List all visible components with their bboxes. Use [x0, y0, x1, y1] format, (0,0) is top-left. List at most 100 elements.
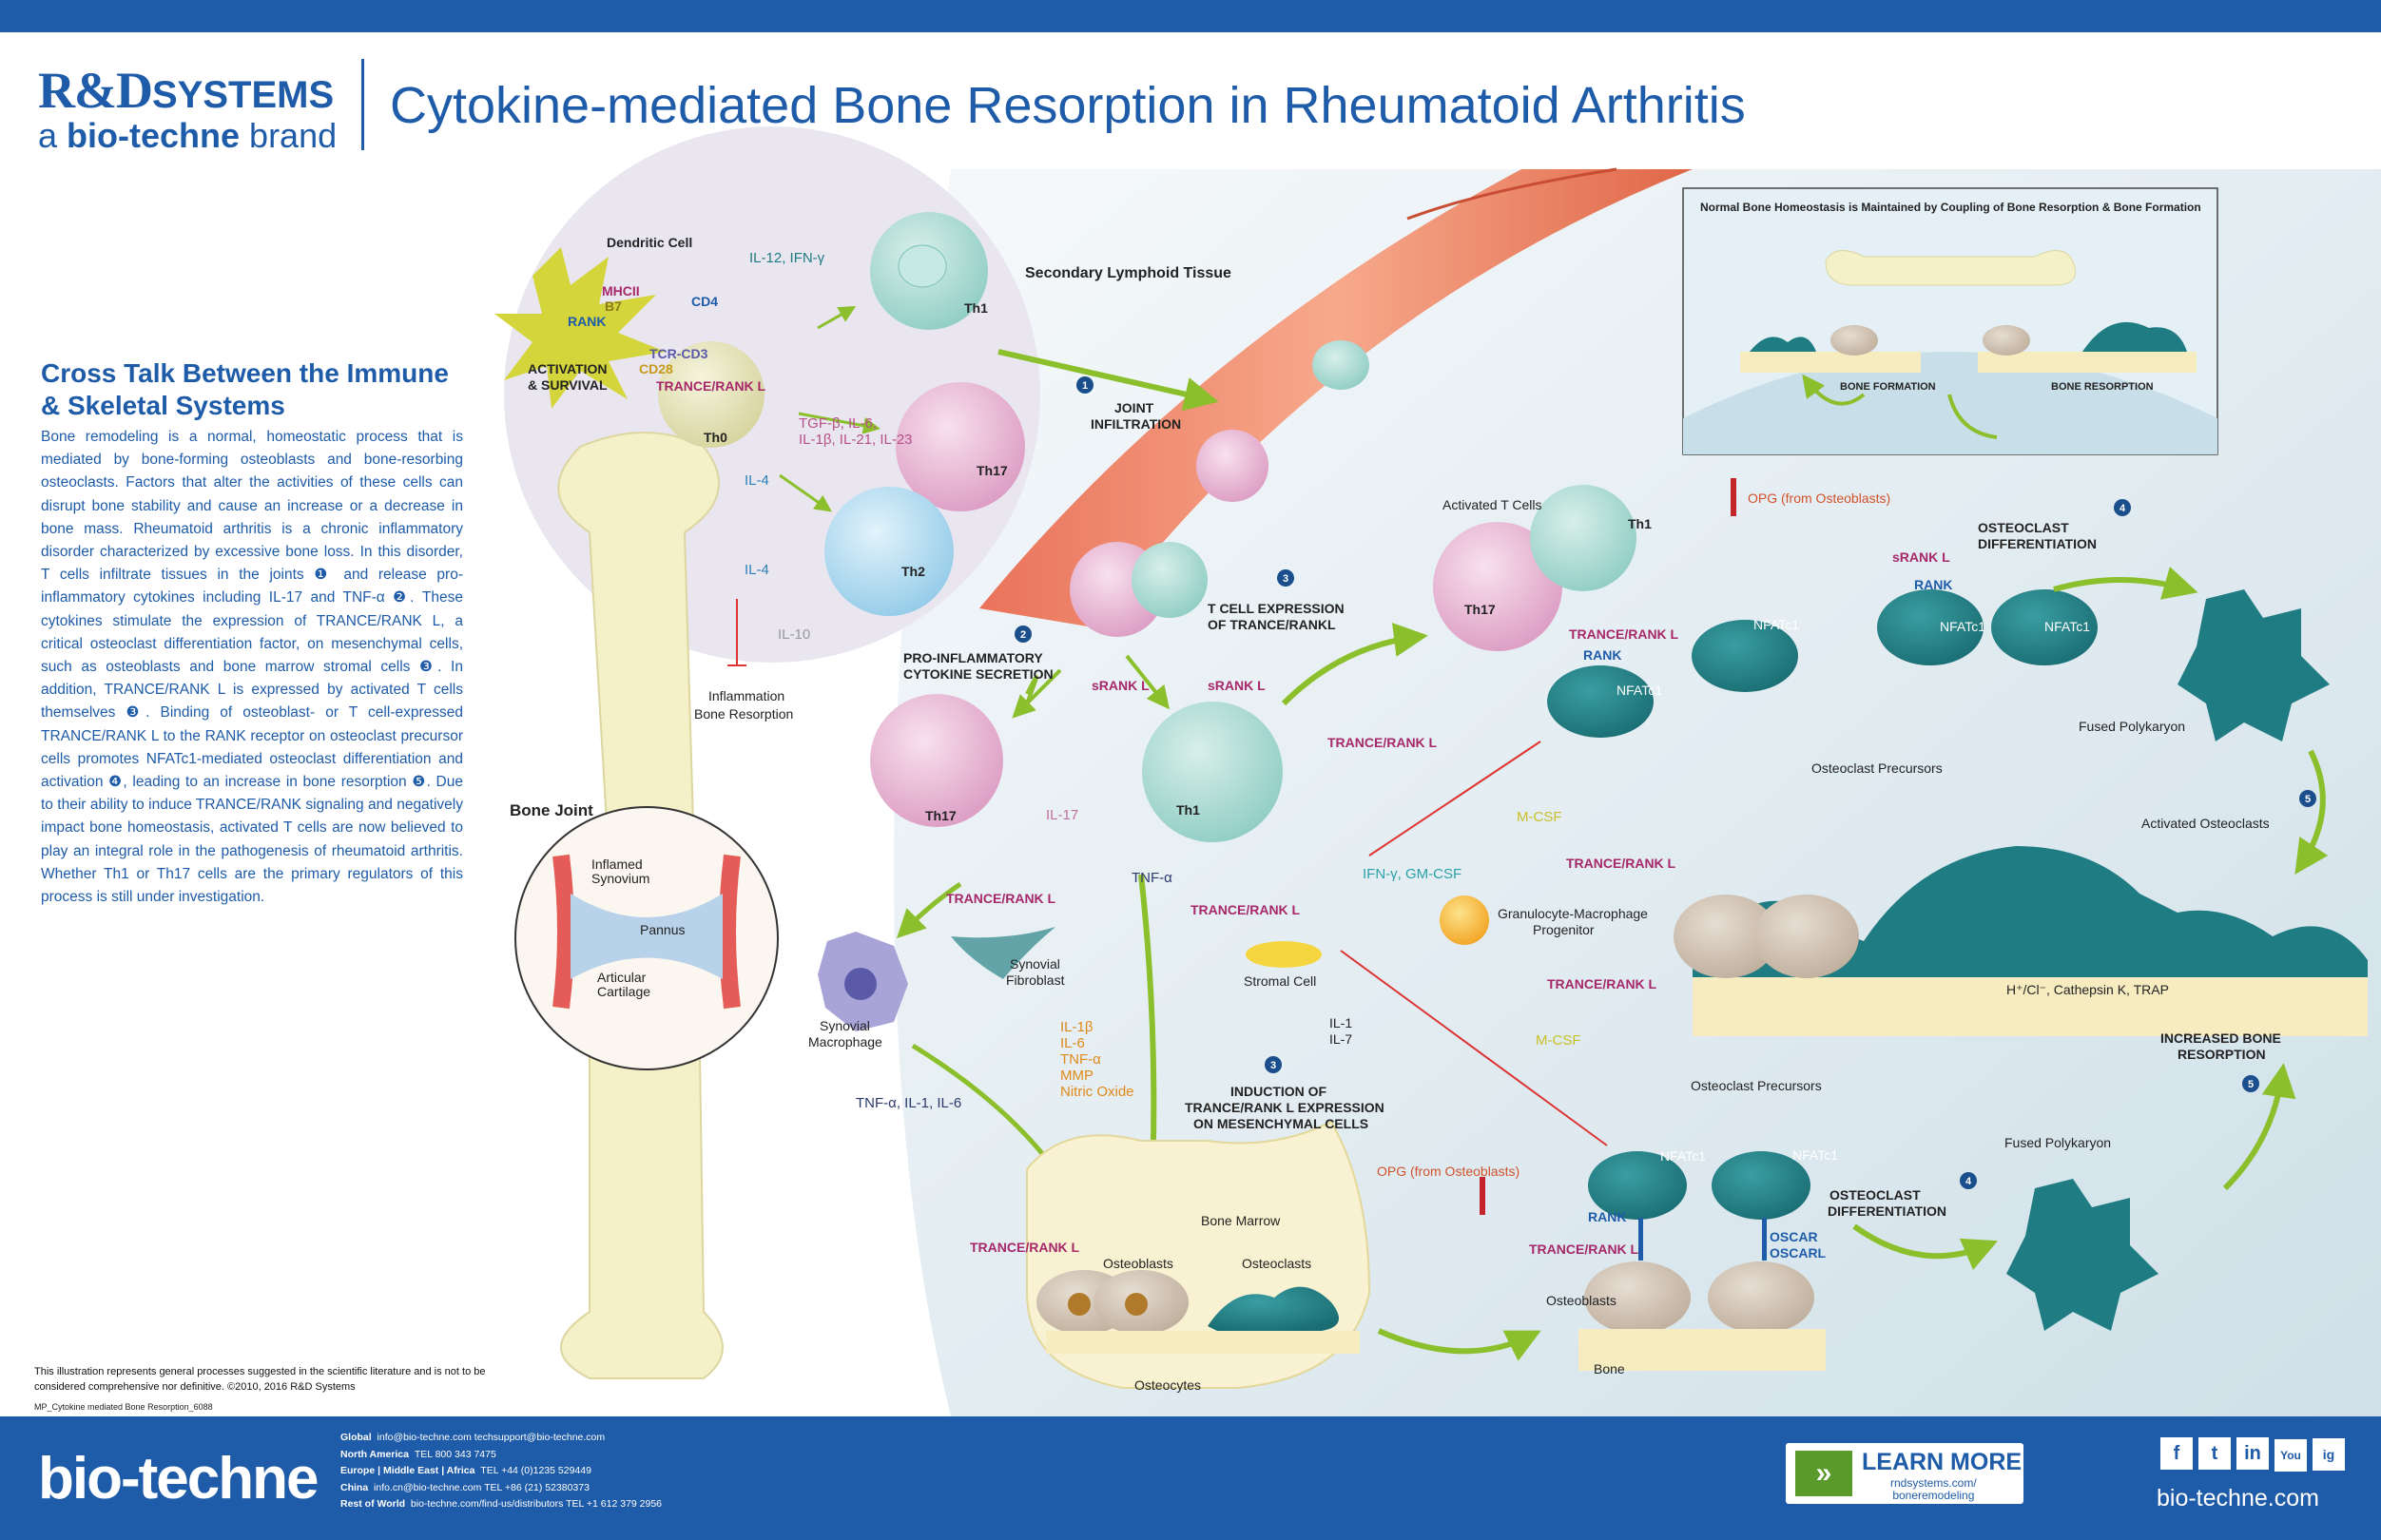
label-increased-2: RESORPTION	[2178, 1047, 2266, 1062]
contact-row: Rest of World bio-techne.com/find-us/dis…	[340, 1498, 663, 1510]
step-badge-5b: 5	[2242, 1075, 2259, 1092]
stromal-cell	[1246, 941, 1322, 968]
label-b7: B7	[605, 298, 622, 314]
label-trance-fibroblast: TRANCE/RANK L	[946, 891, 1056, 906]
instagram-icon[interactable]: ig	[2313, 1438, 2345, 1471]
label-synovial-fibroblast-1: Synovial	[1010, 956, 1060, 972]
label-opg-bottom: OPG (from Osteoblasts)	[1377, 1164, 1520, 1179]
label-dendritic-cell: Dendritic Cell	[607, 235, 692, 250]
sidebar-heading: Cross Talk Between the Immune & Skeletal…	[41, 358, 449, 420]
label-osteoclast-diff-1: OSTEOCLAST	[1978, 520, 2069, 535]
label-srankl-top: sRANK L	[1892, 549, 1950, 565]
opg-marker-lower	[1480, 1177, 1485, 1215]
contact-china: China info.cn@bio-techne.com TEL +86 (21…	[340, 1481, 590, 1493]
label-nfatc1-3: NFATc1	[1940, 619, 1985, 634]
linkedin-icon[interactable]: in	[2236, 1437, 2269, 1470]
label-bone-marrow: Bone Marrow	[1201, 1213, 1281, 1228]
vessel-t-cell-2	[1196, 430, 1268, 502]
rank-receptor-2	[1762, 1218, 1767, 1261]
disclaimer: This illustration represents general pro…	[34, 1366, 486, 1393]
label-th17-top: Th17	[977, 463, 1008, 478]
label-synovial-macrophage-2: Macrophage	[808, 1034, 882, 1049]
label-inset-bone-resorption: BONE RESORPTION	[2051, 381, 2154, 393]
label-srankl-b: sRANK L	[1208, 678, 1266, 693]
label-mcsf-top: M-CSF	[1517, 809, 1562, 825]
step-badge-4a: 4	[2114, 499, 2131, 516]
brand-a: a	[38, 116, 68, 155]
background-panel	[894, 169, 2381, 1416]
bone-marrow-osteoclast	[1208, 1286, 1339, 1331]
label-increased-1: INCREASED BONE	[2160, 1030, 2281, 1046]
label-pannus: Pannus	[640, 922, 685, 937]
arrow-th1	[817, 306, 857, 330]
label-rank-activated: RANK	[1583, 647, 1621, 663]
label-th1-top: Th1	[964, 300, 988, 316]
label-rank-dc: RANK	[568, 314, 606, 329]
inset-bone	[1825, 250, 2076, 286]
label-cd28: CD28	[639, 361, 673, 376]
lower-osteoclast-precursor-1	[1588, 1151, 1687, 1220]
label-nfatc1-1: NFATc1	[1616, 683, 1662, 698]
label-nfatc1-4: NFATc1	[2044, 619, 2090, 634]
brand-name: bio-techne	[67, 116, 241, 155]
label-osteoclast-precursors-bottom: Osteoclast Precursors	[1691, 1078, 1822, 1093]
step-badge-3b: 3	[1265, 1056, 1282, 1073]
label-il12: IL-12, IFN-γ	[749, 250, 825, 266]
label-il4-b: IL-4	[745, 562, 769, 578]
label-il17: IL-17	[1046, 807, 1078, 823]
label-pro-inflammatory: PRO-INFLAMMATORY	[903, 650, 1043, 665]
th17-lower-cell	[870, 694, 1003, 827]
label-of-trance: OF TRANCE/RANKL	[1208, 617, 1336, 632]
footer-url[interactable]: bio-techne.com	[2157, 1485, 2319, 1511]
top-bar	[0, 0, 2381, 32]
label-bone: Bone	[1594, 1361, 1625, 1376]
label-articular-1: Articular	[597, 970, 647, 985]
resting-osteoblast-2	[1754, 895, 1859, 978]
label-fused-polykaryon-bottom: Fused Polykaryon	[2004, 1135, 2111, 1150]
opg-marker-top	[1731, 478, 1736, 516]
label-bone-joint: Bone Joint	[510, 801, 593, 819]
gm-progenitor-cell	[1440, 895, 1489, 945]
label-th1-activated: Th1	[1628, 516, 1652, 531]
footer: bio-techne Global info@bio-techne.com te…	[0, 1416, 2381, 1540]
label-articular-2: Cartilage	[597, 984, 650, 999]
label-bone-resorption: Bone Resorption	[694, 706, 793, 722]
label-trance-gm: TRANCE/RANK L	[1566, 856, 1676, 871]
step-badge-2: 2	[1015, 626, 1032, 643]
label-osteoclast-diff-3: OSTEOCLAST	[1829, 1187, 1921, 1203]
pannus-shape	[571, 894, 723, 979]
label-induction-3: ON MESENCHYMAL CELLS	[1193, 1116, 1368, 1131]
th1-lower-cell	[1142, 702, 1283, 842]
label-activated-osteoclasts: Activated Osteoclasts	[2141, 816, 2270, 831]
label-th17-activated: Th17	[1464, 602, 1496, 617]
document-code: MP_Cytokine mediated Bone Resorption_608…	[34, 1402, 213, 1412]
learn-more-button[interactable]: » LEARN MORE rndsystems.com/boneremodeli…	[1786, 1443, 2023, 1504]
bone-surface-top	[1693, 977, 2368, 1036]
label-osteoclast-diff-4: DIFFERENTIATION	[1828, 1203, 1946, 1219]
label-osteocytes: Osteocytes	[1134, 1377, 1201, 1393]
label-trance-bm: TRANCE/RANK L	[970, 1240, 1080, 1255]
label-trance-bottom: TRANCE/RANK L	[1529, 1242, 1639, 1257]
twitter-icon[interactable]: t	[2198, 1437, 2231, 1470]
facebook-icon[interactable]: f	[2160, 1437, 2193, 1470]
label-trance-stromal: TRANCE/RANK L	[1190, 902, 1301, 917]
lower-osteoblast-1	[1584, 1261, 1691, 1334]
youtube-icon[interactable]: You	[2275, 1439, 2307, 1472]
rank-receptor-1	[1638, 1218, 1643, 1261]
activated-osteoclasts	[1693, 846, 2368, 979]
brand-tagline: a bio-techne brand	[38, 116, 337, 156]
page-title: Cytokine-mediated Bone Resorption in Rhe…	[390, 77, 1746, 134]
logo-systems: SYSTEMS	[151, 74, 335, 116]
label-activated-t-cells: Activated T Cells	[1442, 497, 1542, 512]
label-tnfa: TNF-α	[1132, 870, 1172, 886]
step-badge-1: 1	[1076, 376, 1094, 394]
label-inset-title: Normal Bone Homeostasis is Maintained by…	[1700, 201, 2201, 214]
rd-systems-logo: R&DSYSTEMS	[38, 61, 334, 120]
label-th1-lower: Th1	[1176, 802, 1200, 818]
label-secondary-lymphoid: Secondary Lymphoid Tissue	[1025, 265, 1231, 281]
label-fused-polykaryon-top: Fused Polykaryon	[2079, 719, 2185, 734]
sidebar-body: Bone remodeling is a normal, homeostatic…	[41, 429, 463, 906]
label-osteoclast-diff-2: DIFFERENTIATION	[1978, 536, 2097, 551]
